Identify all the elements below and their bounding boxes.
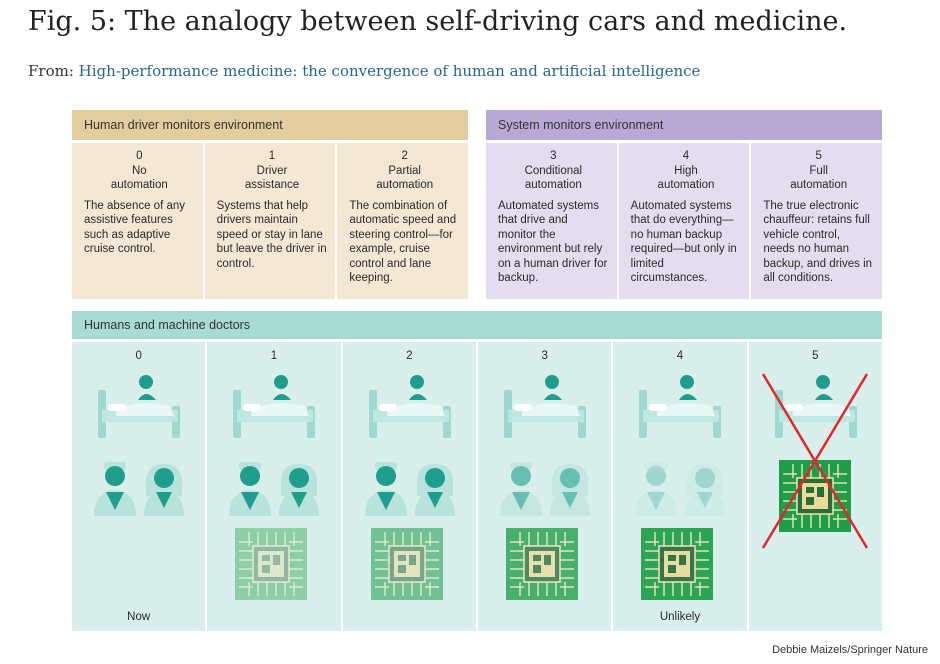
ai-chip-icon [641,528,714,600]
patient-in-bed-icon [639,375,722,438]
level-description: The absence of any assistive features su… [84,199,186,256]
patient-in-bed-icon [98,375,180,438]
patient-in-bed-icon [503,375,586,438]
level-description: Systems that help drivers maintain speed… [216,199,327,270]
doctors-header: Humans and machine doctors [72,311,882,339]
level-description: Automated systems that do everything—no … [630,199,737,285]
level-number: 3 [541,350,548,362]
level-number: 2 [406,350,413,362]
image-credit: Debbie Maizels/Springer Nature [772,644,928,656]
level-number: 0 [135,350,142,362]
ai-chip-icon [778,460,851,532]
crossed-out-icon [761,373,868,549]
level-number: 4 [676,350,684,362]
ai-chip-icon [370,528,443,600]
level-number: 5 [815,150,822,162]
level-number: 4 [682,150,690,162]
level-note: Unlikely [659,611,701,623]
level-note: Now [127,611,151,623]
ai-chip-icon [235,528,308,600]
level-description: The combination of automatic speed and s… [349,199,457,285]
human-doctors-icon [229,462,320,516]
level-number: 1 [270,350,278,362]
human-doctors-icon [94,462,184,516]
doctor-level-5-card: 5 [746,342,882,631]
patient-in-bed-icon [774,375,857,438]
level-number: 5 [812,350,819,362]
doctor-level-2-card: 2 [340,342,476,631]
human-doctors-icon [635,462,726,516]
doctor-level-3-card: 3 [475,342,611,631]
system-monitors-header: System monitors environment [486,110,882,140]
doctor-level-1-card: 1 [205,342,340,631]
system-monitors-group: System monitors environment 3 Conditiona… [486,110,882,299]
level-number: 3 [550,150,557,162]
level-number: 2 [401,150,408,162]
patient-in-bed-icon [233,375,316,438]
source-article-link[interactable]: High-performance medicine: the convergen… [78,62,701,80]
human-monitors-header: Human driver monitors environment [72,110,468,140]
ai-chip-icon [505,528,578,600]
figure-title: Fig. 5: The analogy between self-driving… [28,6,848,37]
human-doctors-icon [364,462,455,516]
level-description: The true electronic chauffeur: retains f… [763,199,873,285]
human-doctors-icon [499,462,590,516]
source-line: From: High-performance medicine: the con… [28,62,700,80]
level-number: 1 [268,150,276,162]
patient-in-bed-icon [368,375,451,438]
level-number: 0 [136,150,143,162]
level-description: Automated systems that drive and monitor… [498,199,608,285]
from-label: From: [28,62,74,80]
